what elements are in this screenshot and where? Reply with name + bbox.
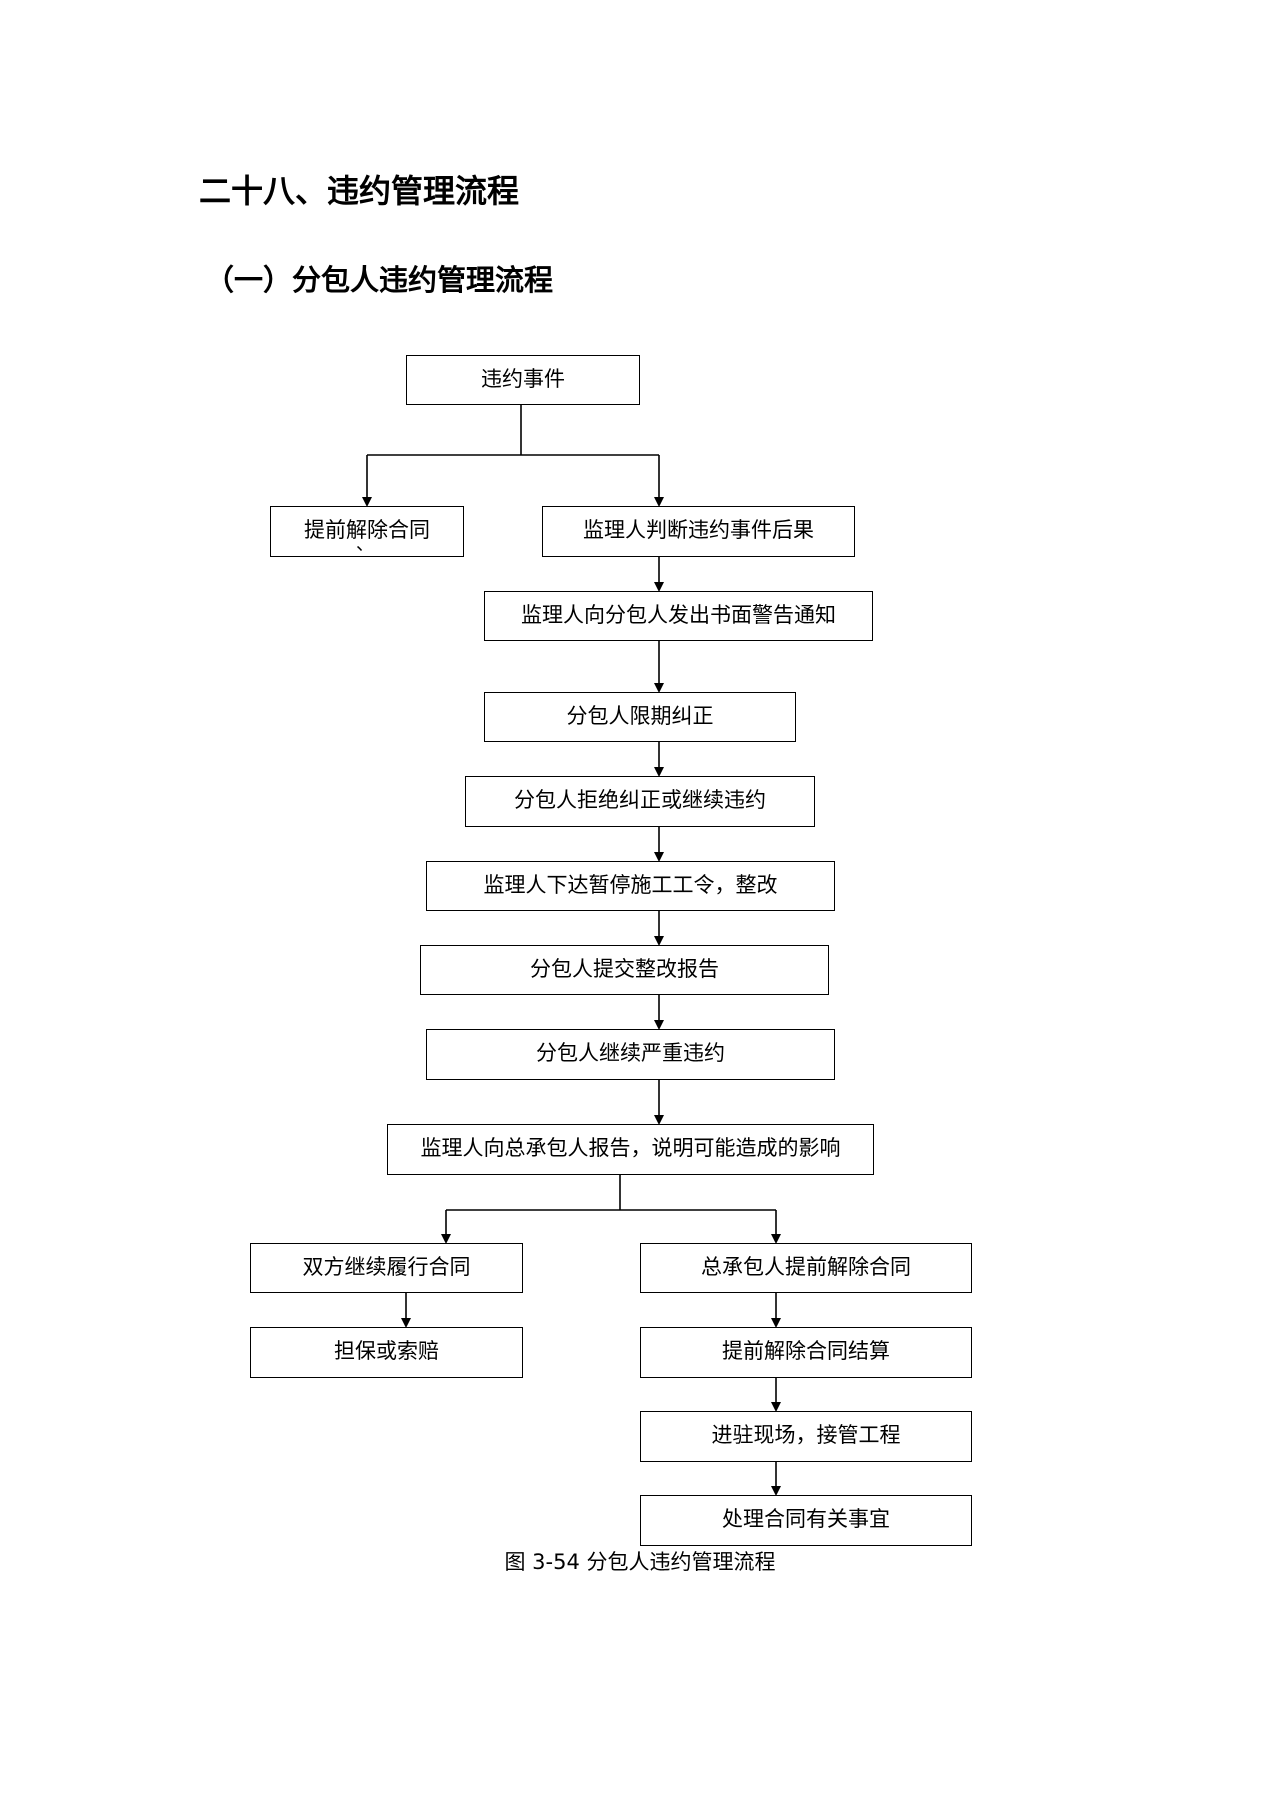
node-termination-settlement: 提前解除合同结算 xyxy=(640,1327,972,1378)
node-serious-breach: 分包人继续严重违约 xyxy=(426,1029,835,1080)
subsection-heading: （一）分包人违约管理流程 xyxy=(205,263,554,297)
node-early-termination: 提前解除合同 xyxy=(270,506,464,557)
node-gc-terminate: 总承包人提前解除合同 xyxy=(640,1243,972,1293)
node-handle-matters: 处理合同有关事宜 xyxy=(640,1495,972,1546)
node-correct-in-time: 分包人限期纠正 xyxy=(484,692,796,742)
node-guarantee-claim: 担保或索赔 xyxy=(250,1327,523,1378)
node-supervisor-judge: 监理人判断违约事件后果 xyxy=(542,506,855,557)
node-report-to-gc: 监理人向总承包人报告，说明可能造成的影响 xyxy=(387,1124,874,1175)
node-continue-contract: 双方继续履行合同 xyxy=(250,1243,523,1293)
node-stop-work-order: 监理人下达暂停施工工令，整改 xyxy=(426,861,835,911)
section-heading: 二十八、违约管理流程 xyxy=(199,172,520,210)
stray-mark: 、 xyxy=(356,534,374,555)
node-breach-event: 违约事件 xyxy=(406,355,640,405)
node-refuse-or-continue: 分包人拒绝纠正或继续违约 xyxy=(465,776,815,827)
node-submit-report: 分包人提交整改报告 xyxy=(420,945,829,995)
figure-caption: 图 3-54 分包人违约管理流程 xyxy=(504,1550,776,1574)
node-written-warning: 监理人向分包人发出书面警告通知 xyxy=(484,591,873,641)
node-take-over: 进驻现场，接管工程 xyxy=(640,1411,972,1462)
